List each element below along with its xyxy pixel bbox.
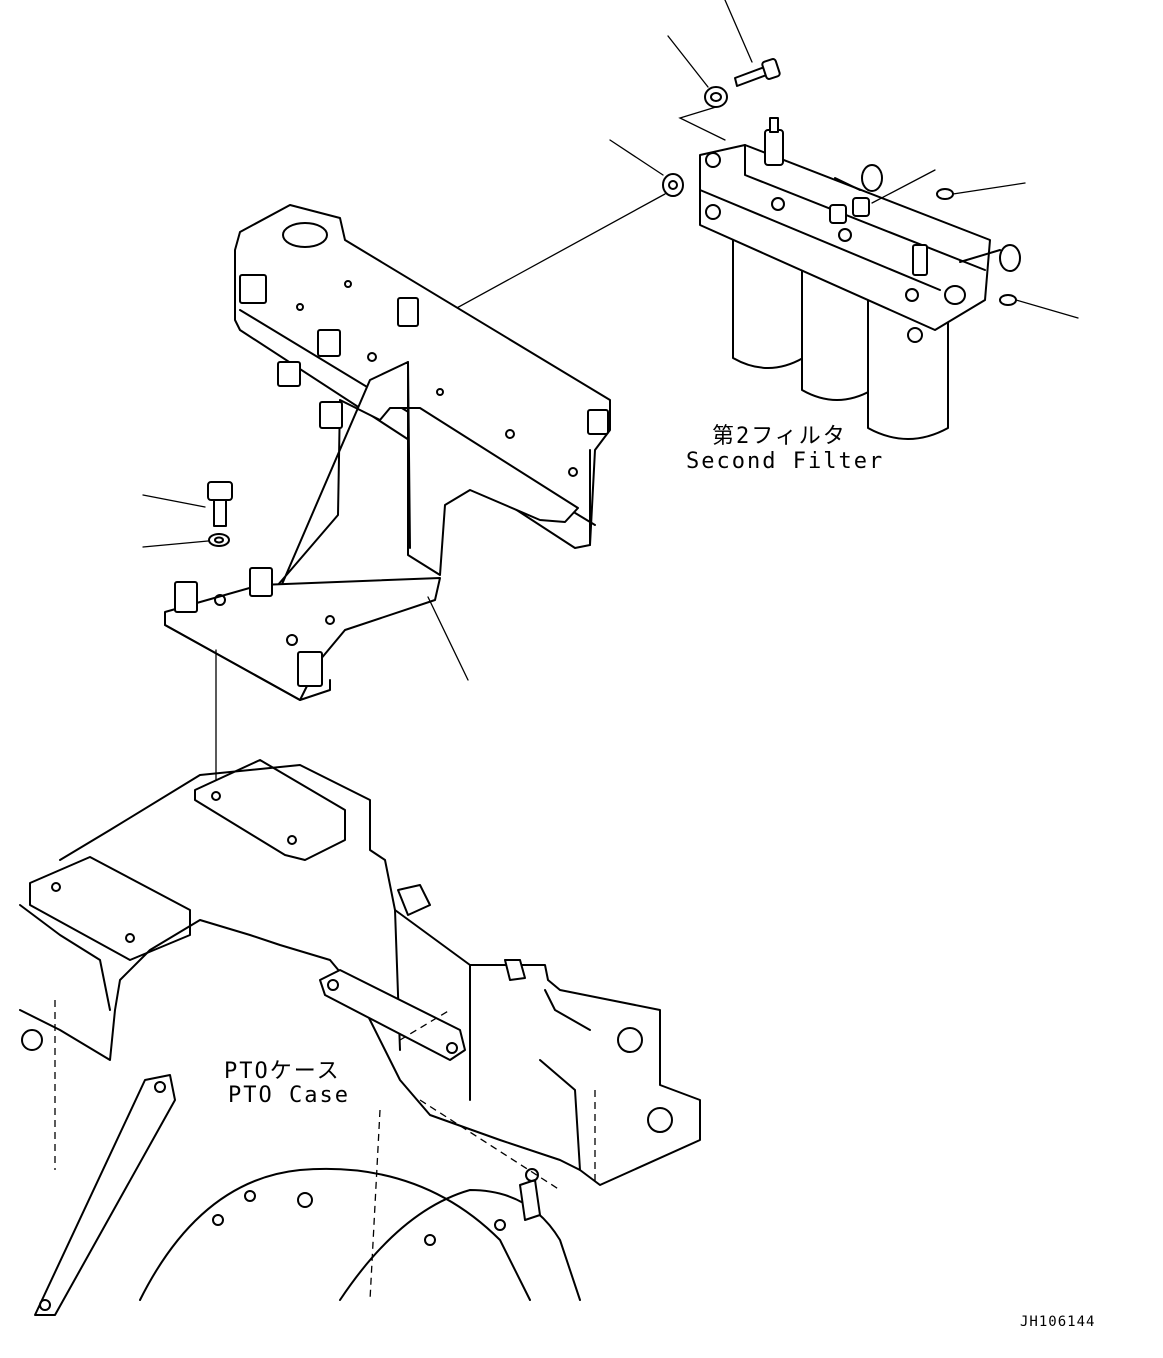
leader-line <box>952 182 1026 195</box>
leader-line <box>1015 299 1079 319</box>
leader-line <box>142 494 206 508</box>
pto-case-label-en: PTO Case <box>228 1083 350 1108</box>
second-filter-label-en: Second Filter <box>686 449 884 474</box>
second-filter-label-jp: 第2フィルタ <box>712 424 847 449</box>
leader-line <box>609 139 664 176</box>
leader-line <box>871 169 936 204</box>
pto-case <box>19 759 701 1316</box>
pto-case-label-jp: PTOケース <box>224 1059 341 1084</box>
filter-mount-bolt <box>734 58 781 87</box>
o-ring-2 <box>999 294 1017 306</box>
bracket-washer <box>208 533 230 547</box>
filter-head <box>699 117 1021 343</box>
bracket-bolt <box>207 481 233 527</box>
assembly-line <box>678 106 726 141</box>
second-filter-assembly <box>379 0 1079 440</box>
mounting-bracket <box>164 204 611 701</box>
leader-line <box>667 35 709 88</box>
leader-line <box>427 596 469 681</box>
o-ring-1 <box>936 188 954 200</box>
filter-mount-nut <box>662 173 684 197</box>
drawing-code: JH106144 <box>1020 1314 1095 1330</box>
leader-line <box>724 0 753 63</box>
filter-mount-washer <box>704 86 728 108</box>
leader-line <box>142 540 209 548</box>
